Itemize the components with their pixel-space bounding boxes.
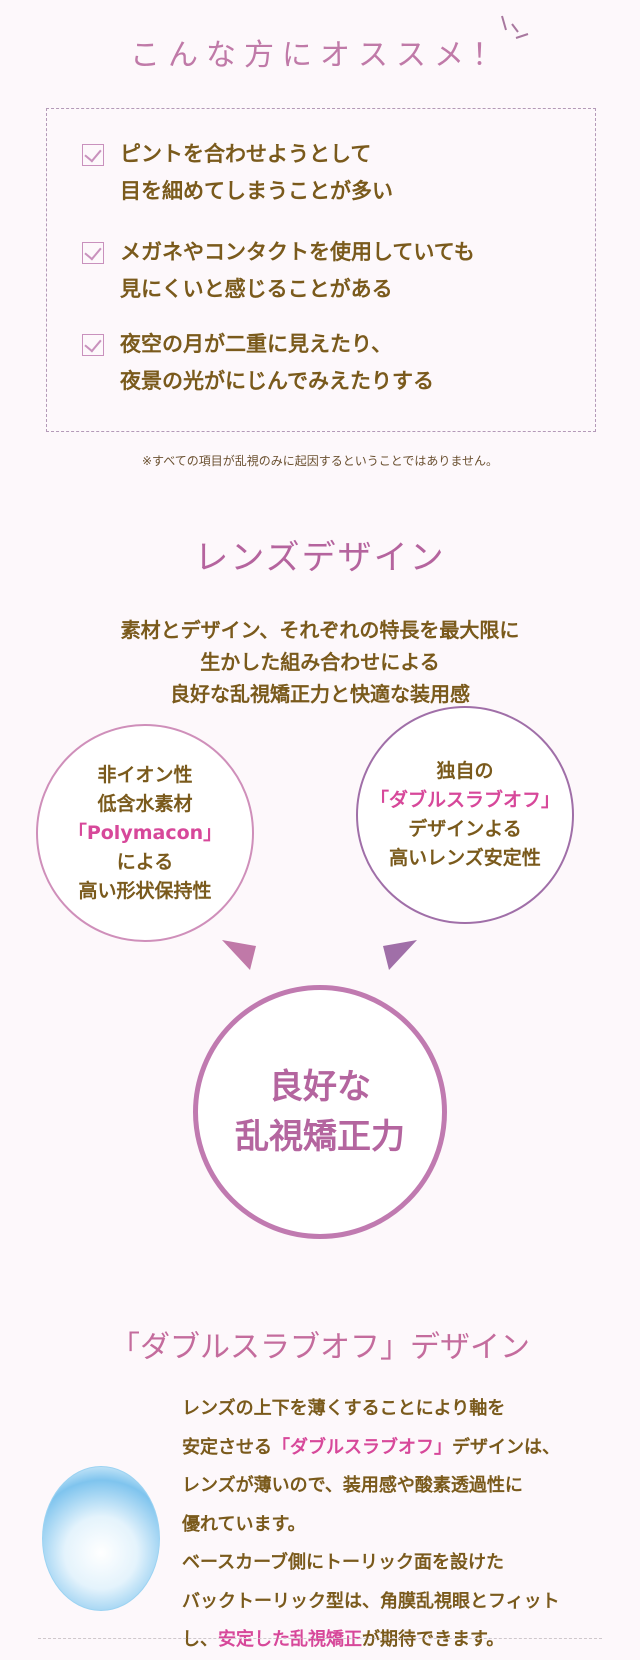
- checkbox-icon: [82, 334, 104, 356]
- checkbox-icon: [82, 242, 104, 264]
- recommend-title: こんな方にオススメ！: [130, 38, 510, 73]
- double-slab-description: レンズの上下を薄くすることにより軸を 安定させる「ダブルスラブオフ」デザインは、…: [182, 1398, 560, 1650]
- list-item: ピントを合わせようとして目を細めてしまうことが多い: [82, 136, 393, 210]
- material-circle: 非イオン性 低含水素材 「Polymacon」 による 高い形状保持性: [36, 724, 254, 942]
- result-circle: 良好な 乱視矯正力: [193, 985, 447, 1239]
- arrow-down-right-icon: [222, 940, 256, 970]
- lens-design-lead: 素材とデザイン、それぞれの特長を最大限に 生かした組み合わせによる 良好な乱視矯…: [120, 618, 520, 706]
- lens-design-title: レンズデザイン: [194, 538, 446, 578]
- recommend-box: [46, 108, 596, 432]
- arrow-down-left-icon: [383, 940, 417, 970]
- checkbox-icon: [82, 144, 104, 166]
- divider: [38, 1638, 602, 1639]
- disclaimer-note: ※すべての項目が乱視のみに起因するということではありません。: [141, 454, 499, 468]
- double-slab-title: 「ダブルスラブオフ」デザイン: [110, 1330, 530, 1365]
- list-item: メガネやコンタクトを使用していても見にくいと感じることがある: [82, 234, 475, 308]
- contact-lens-image: [42, 1466, 160, 1611]
- sparkle-icon: [501, 15, 529, 39]
- design-circle: 独自の 「ダブルスラブオフ」 デザインよる 高いレンズ安定性: [356, 706, 574, 924]
- list-item: 夜空の月が二重に見えたり、夜景の光がにじんでみえたりする: [82, 326, 434, 400]
